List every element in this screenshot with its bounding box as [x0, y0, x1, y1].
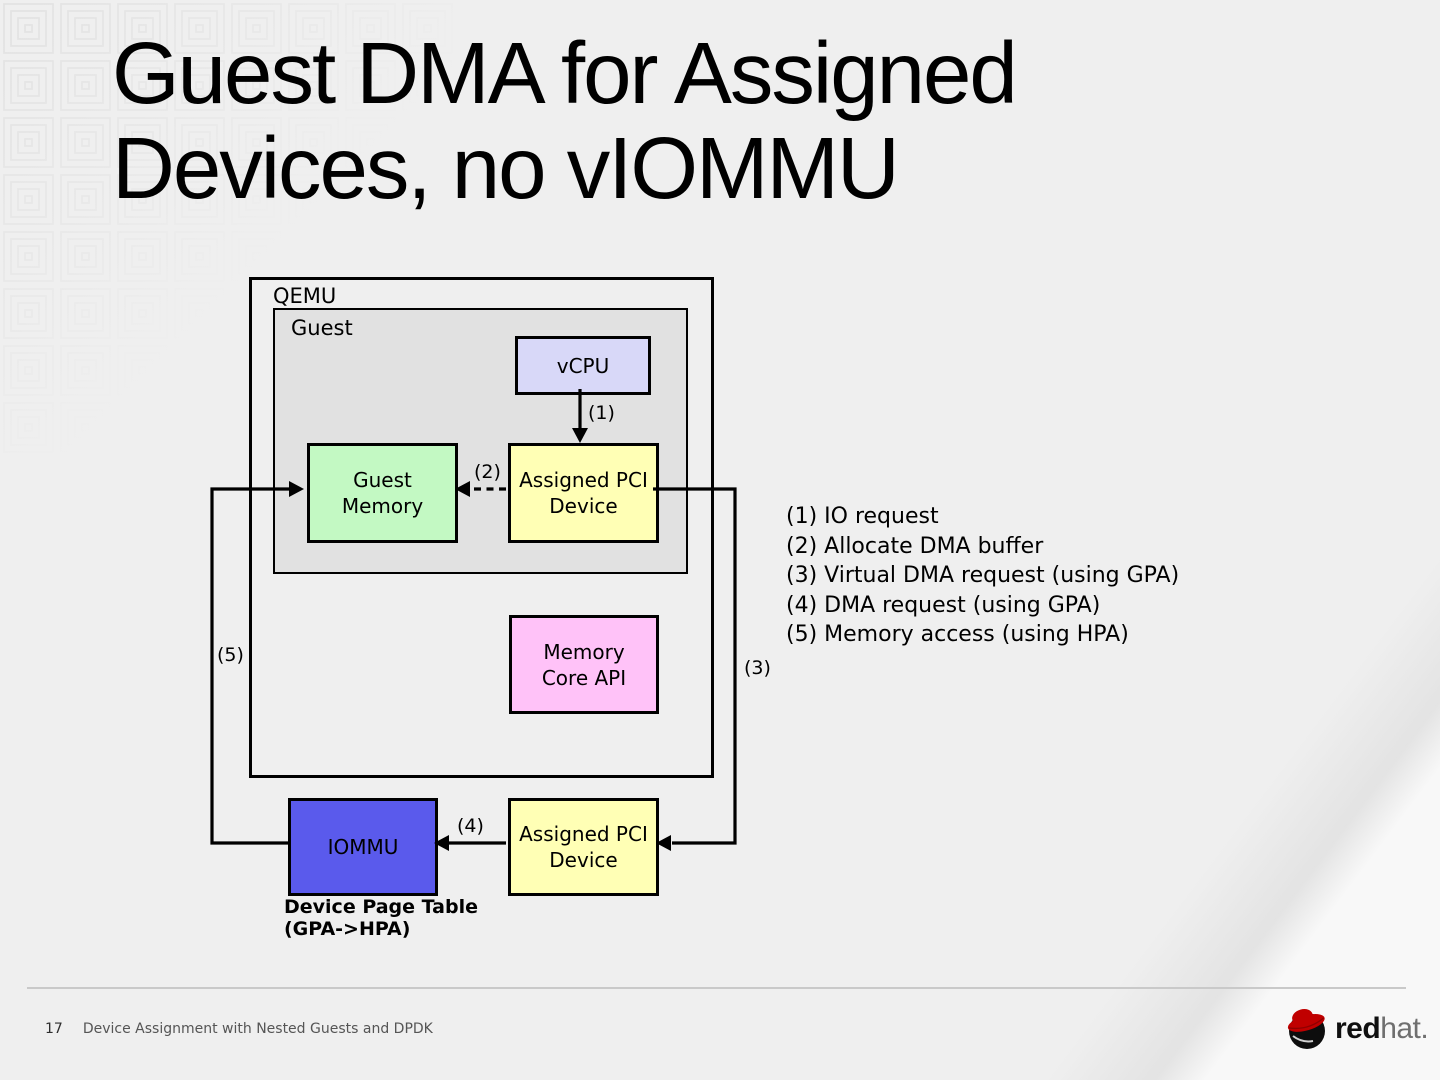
device-page-table-caption: Device Page Table (GPA->HPA): [284, 896, 478, 940]
page-number: 17: [45, 1021, 63, 1037]
footer: 17 Device Assignment with Nested Guests a…: [45, 1021, 433, 1038]
memory-core-api-box: Memory Core API: [509, 615, 659, 714]
legend-item-1: (1) IO request: [786, 504, 939, 529]
iommu-box: IOMMU: [288, 798, 438, 896]
legend-item-4: (4) DMA request (using GPA): [786, 592, 1101, 618]
guest-memory-box: Guest Memory: [307, 443, 458, 543]
brand-hat: hat.: [1380, 1012, 1429, 1045]
redhat-wordmark: redhat.: [1335, 1012, 1429, 1046]
title-line-1: Guest DMA for Assigned: [112, 25, 1018, 122]
steps-legend: (1) IO request (2) Allocate DMA buffer (…: [786, 502, 1179, 650]
assigned-pci-device-box-top: Assigned PCI Device: [508, 443, 659, 543]
arrow-label-4: (4): [457, 815, 484, 837]
guest-label: Guest: [291, 316, 353, 340]
legend-item-2: (2) Allocate DMA buffer: [786, 533, 1044, 559]
arrow-label-1: (1): [588, 402, 615, 424]
redhat-logo: redhat.: [1284, 1006, 1429, 1052]
legend-item-5: (5) Memory access (using HPA): [786, 622, 1129, 647]
assigned-pci-device-box-bottom: Assigned PCI Device: [508, 798, 659, 896]
legend-item-3: (3) Virtual DMA request (using GPA): [786, 563, 1180, 588]
page-title: Guest DMA for Assigned Devices, no vIOMM…: [112, 25, 1018, 217]
vcpu-box: vCPU: [515, 336, 651, 395]
qemu-label: QEMU: [273, 284, 337, 308]
title-line-2: Devices, no vIOMMU: [112, 120, 900, 217]
footer-divider: [27, 987, 1406, 989]
redhat-shadowman-icon: [1287, 1009, 1325, 1049]
footer-text: Device Assignment with Nested Guests and…: [82, 1021, 433, 1037]
arrow-label-2: (2): [474, 461, 501, 483]
arrow-label-3: (3): [744, 657, 771, 679]
arrow-label-5: (5): [217, 644, 244, 666]
brand-red: red: [1335, 1012, 1381, 1045]
